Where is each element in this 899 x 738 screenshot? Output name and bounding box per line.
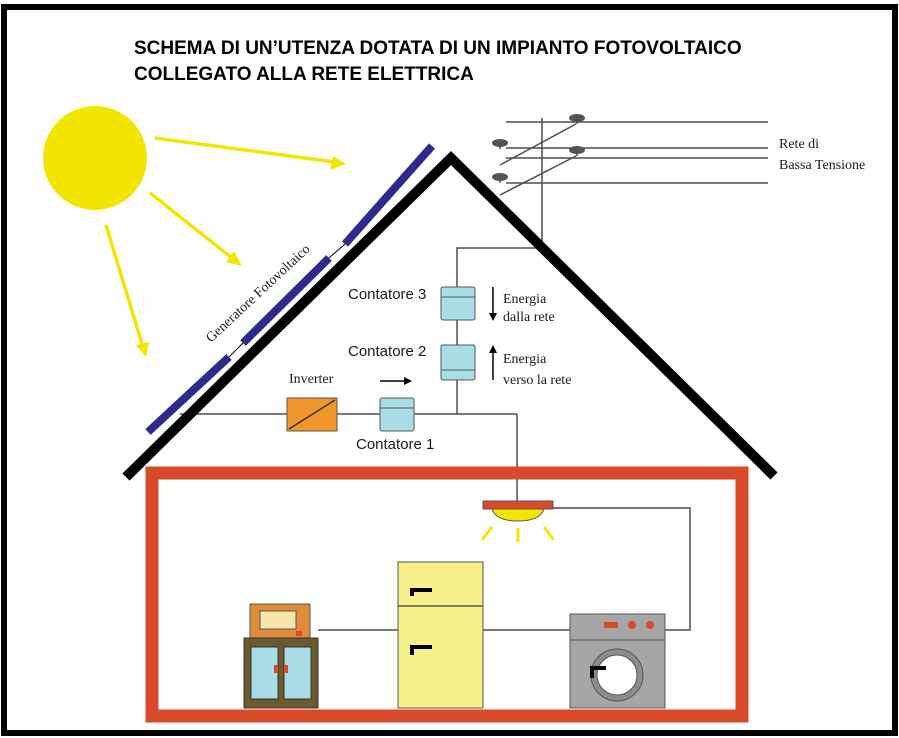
title-line-1: SCHEMA DI UN’UTENZA DOTATA DI UN IMPIANT… — [134, 38, 742, 59]
sun-ray-arrow-2 — [148, 191, 242, 266]
meter-3-icon — [440, 286, 476, 321]
arrow-down — [489, 287, 497, 321]
house-wall — [145, 466, 749, 723]
meter-2-label: Contatore 2 — [348, 343, 426, 360]
sun-rays — [104, 136, 346, 357]
grid-label-line-1: Rete di — [779, 137, 819, 152]
house-roof — [122, 150, 778, 481]
pv-panel-3 — [342, 143, 435, 247]
pv-panel-2 — [240, 255, 332, 346]
house-wiring — [180, 247, 691, 631]
title-line-2: COLLEGATO ALLA RETE ELETTRICA — [134, 64, 474, 85]
inverter-icon — [286, 397, 338, 432]
energy-from-grid-line-1: Energia — [503, 292, 547, 307]
sun-icon — [43, 106, 147, 210]
fridge-icon — [397, 561, 484, 709]
energy-to-grid-line-2: verso la rete — [503, 373, 571, 388]
meter-2-icon — [440, 344, 476, 381]
grid-insulator-4 — [492, 173, 508, 183]
sun-ray-arrow-1 — [154, 136, 346, 170]
meter-3-label: Contatore 3 — [348, 286, 426, 303]
grid-label-line-2: Bassa Tensione — [779, 158, 865, 173]
flow-arrow-right — [380, 377, 412, 385]
grid-insulator-2 — [492, 139, 508, 149]
low-voltage-grid: Rete di Bassa Tensione — [492, 114, 865, 248]
microwave-icon — [249, 603, 311, 639]
cabinet-icon — [243, 637, 319, 709]
inverter-label: Inverter — [289, 372, 334, 387]
meter-1-label: Contatore 1 — [356, 436, 434, 453]
grid-insulator-3 — [569, 146, 585, 156]
arrow-up — [489, 345, 497, 380]
sun-ray-arrow-3 — [104, 224, 149, 357]
pv-panel-1 — [145, 354, 232, 435]
energy-to-grid-line-1: Energia — [503, 352, 547, 367]
grid-insulator-1 — [569, 114, 585, 124]
energy-from-grid-line-2: dalla rete — [503, 310, 555, 325]
washing-machine-icon — [569, 613, 666, 709]
ceiling-lamp-icon — [480, 500, 556, 542]
meter-1-icon — [379, 397, 415, 432]
